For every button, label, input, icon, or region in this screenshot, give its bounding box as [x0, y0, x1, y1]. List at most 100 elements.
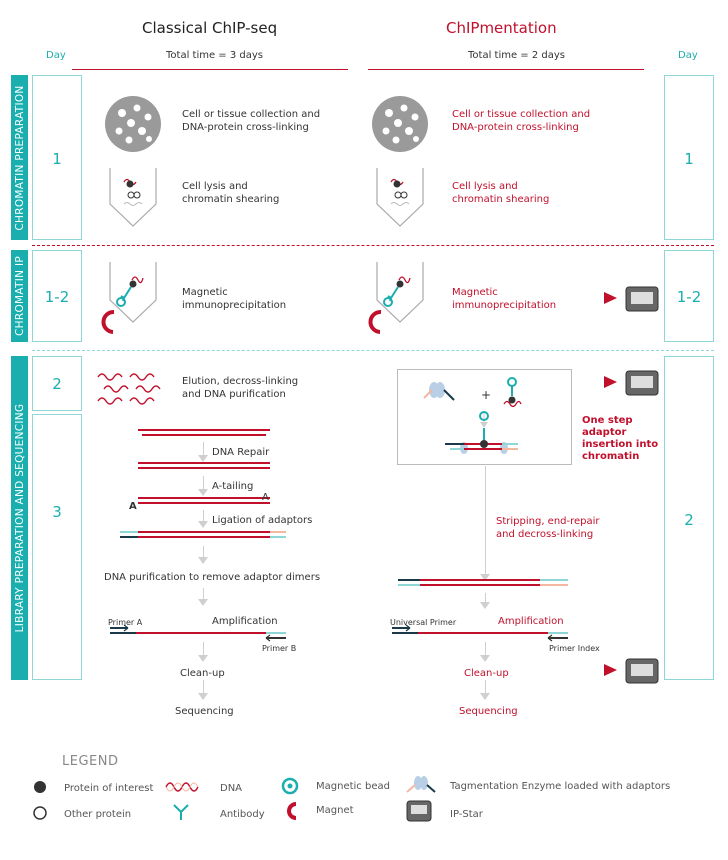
- left-lysis-text: Cell lysis and chromatin shearing: [182, 181, 280, 205]
- left-sequencing-text: Sequencing: [175, 706, 234, 717]
- section-label: LIBRARY PREPARATION AND SEQUENCING: [13, 403, 26, 633]
- legend-dna: DNA: [220, 783, 243, 794]
- legend-magnet: Magnet: [316, 805, 354, 816]
- a-tail-right: A: [262, 492, 269, 503]
- universal-primer-label: Universal Primer: [390, 618, 457, 627]
- left-amplification-text: Amplification: [212, 616, 278, 627]
- section-label: CHROMATIN IP: [13, 256, 26, 336]
- day-number: 1-2: [676, 288, 702, 306]
- tube-lysis-icon: [109, 168, 157, 227]
- arrow-head: [198, 693, 208, 700]
- legend-antibody: Antibody: [220, 809, 265, 820]
- primer-a-label: Primer A: [108, 618, 143, 627]
- tagmented-dna: [398, 579, 568, 586]
- purification-text: DNA purification to remove adaptor dimer…: [104, 572, 321, 583]
- magnetic-bead-icon: [281, 777, 299, 795]
- ligation-text: Ligation of adaptors: [212, 515, 313, 526]
- legend-ipstar: IP-Star: [450, 809, 483, 820]
- classical-chipseq-title: Classical ChIP-seq: [142, 19, 278, 37]
- arrow-head: [198, 455, 208, 462]
- left-collection-text: Cell or tissue collection and DNA-protei…: [182, 109, 321, 133]
- left-header-rule: [72, 69, 348, 70]
- ipstar-marker: [604, 658, 659, 684]
- day-number: 2: [52, 375, 62, 393]
- day-box-left-4: 3: [32, 414, 82, 680]
- arrow-head: [198, 655, 208, 662]
- arrow-line: [203, 680, 204, 694]
- arrow-line: [203, 546, 204, 558]
- arrow-line: [203, 476, 204, 490]
- tagmentation-diagram: [423, 377, 522, 454]
- tagmentation-enzyme-icon: [406, 776, 436, 793]
- arrow-head: [198, 557, 208, 564]
- arrow-line: [203, 510, 204, 522]
- legend-magnetic-bead: Magnetic bead: [316, 781, 390, 792]
- section-chromatin-ip: CHROMATIN IP: [11, 250, 28, 342]
- section-label: CHROMATIN PREPARATION: [13, 84, 26, 231]
- left-elution-text: Elution, decross-linking and DNA purific…: [182, 376, 299, 400]
- right-cleanup-text: Clean-up: [464, 668, 509, 679]
- one-step-text: One step adaptor insertion into chromati…: [582, 415, 659, 462]
- protein-of-interest-icon: [34, 781, 46, 793]
- ipstar-marker: [604, 286, 659, 312]
- day-number: 1: [52, 150, 62, 168]
- right-header-rule: [368, 69, 644, 70]
- legend-title: LEGEND: [62, 754, 119, 769]
- day-box-left-3: 2: [32, 356, 82, 411]
- right-sequencing-text: Sequencing: [459, 706, 518, 717]
- left-ip-text: Magnetic immunoprecipitation: [182, 287, 287, 311]
- day-box-right-1: 1: [664, 75, 714, 240]
- left-cleanup-text: Clean-up: [180, 668, 225, 679]
- right-collection-text: Cell or tissue collection and DNA-protei…: [452, 109, 591, 133]
- amplification-diagram: [392, 624, 568, 642]
- tube-immunoprecipitation-icon: [368, 262, 424, 334]
- legend-tagmentation: Tagmentation Enzyme loaded with adaptors: [450, 781, 671, 792]
- day-label-left: Day: [46, 50, 66, 61]
- day-number: 1: [684, 150, 694, 168]
- arrow-head: [198, 599, 208, 606]
- ipstar-icon: [406, 800, 432, 822]
- amplification-diagram: [110, 624, 286, 642]
- arrow-line: [485, 593, 486, 603]
- day-number: 3: [52, 503, 62, 521]
- tube-lysis-icon: [376, 168, 424, 227]
- antibody-icon: [173, 804, 189, 820]
- cell-dish-icon: [105, 96, 161, 152]
- day-box-right-2: 1-2: [664, 250, 714, 342]
- day-box-right-3: 2: [664, 356, 714, 680]
- section-divider: [32, 245, 714, 246]
- primer-b-label: Primer B: [262, 644, 297, 653]
- arrow-head: [480, 574, 490, 581]
- a-tailing-text: A-tailing: [212, 481, 254, 492]
- arrow-line: [203, 642, 204, 656]
- right-total-time: Total time = 2 days: [468, 50, 566, 61]
- arrow-head: [480, 693, 490, 700]
- right-lysis-text: Cell lysis and chromatin shearing: [452, 181, 550, 205]
- arrow-head: [480, 655, 490, 662]
- legend-protein-of-interest: Protein of interest: [64, 783, 154, 794]
- arrow-line: [485, 642, 486, 656]
- day-number: 1-2: [44, 288, 70, 306]
- magnet-icon: [287, 802, 297, 820]
- plus-sign: +: [481, 388, 492, 402]
- a-tail-left: A: [129, 501, 137, 512]
- arrow-line: [485, 680, 486, 694]
- cell-dish-icon: [372, 96, 428, 152]
- arrow-line: [485, 466, 486, 576]
- day-box-left-2: 1-2: [32, 250, 82, 342]
- dna-processing-diagram: [120, 429, 286, 538]
- primer-index-label: Primer Index: [549, 644, 600, 653]
- ipstar-marker: [604, 370, 659, 396]
- right-ip-text: Magnetic immunoprecipitation: [452, 287, 557, 311]
- day-box-left-1: 1: [32, 75, 82, 240]
- right-amplification-text: Amplification: [498, 616, 564, 627]
- arrow-head: [198, 521, 208, 528]
- left-total-time: Total time = 3 days: [166, 50, 264, 61]
- day-number: 2: [684, 511, 694, 529]
- section-library-preparation: LIBRARY PREPARATION AND SEQUENCING: [11, 356, 28, 680]
- arrow-head: [198, 489, 208, 496]
- arrow-line: [203, 442, 204, 456]
- day-label-right: Day: [678, 50, 698, 61]
- chipmentation-title: ChIPmentation: [446, 19, 557, 37]
- dna-fragments-icon: [97, 373, 161, 405]
